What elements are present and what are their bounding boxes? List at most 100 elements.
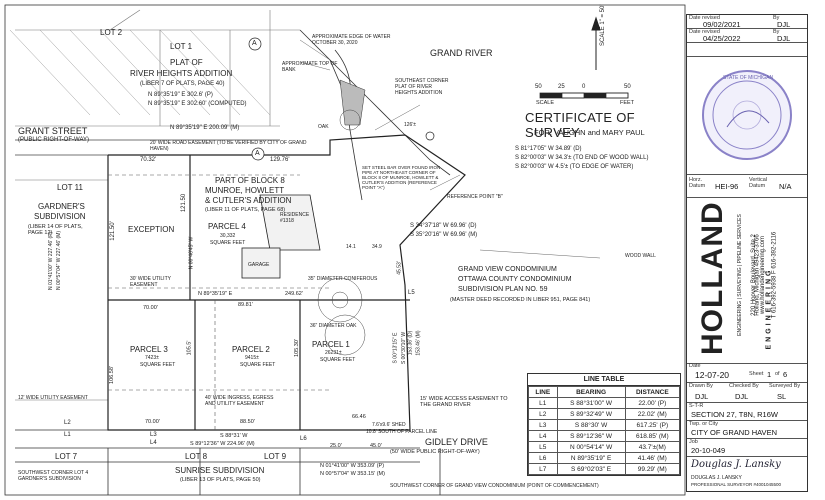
n01-left-label: N 01°41'00" W 227.46' (P) (48, 231, 54, 290)
twp-value: CITY OF GRAND HAVEN (691, 428, 777, 437)
header-bearing: BEARING (556, 386, 626, 398)
d45-label: 45.0' (370, 443, 382, 449)
survey-drawing (4, 4, 686, 496)
grant-street-label: GRANT STREET (18, 126, 88, 136)
d12150-label: 121.50' (109, 221, 116, 241)
gidley-row-label: (50' WIDE PUBLIC RIGHT-OF-WAY) (390, 449, 480, 455)
str-value: SECTION 27, T8N, R16W (691, 410, 778, 419)
parcel4-label: PARCEL 4 (208, 222, 246, 231)
bearing-r2: S 82°00'03" W 34.3'± (TO END OF WOOD WAL… (515, 155, 649, 161)
date-value: 12-07-20 (695, 370, 730, 380)
n00-left-label: N 00°57'04" W 227.46' (M) (56, 230, 62, 290)
of-label: of (775, 371, 780, 377)
header-distance: DISTANCE (624, 386, 681, 398)
circle-a-top: A (252, 40, 257, 47)
rev2-date: 04/25/2022 (703, 34, 741, 43)
oak-label: OAK (318, 124, 329, 130)
line-table-title: LINE TABLE (528, 374, 680, 386)
grand-river-label: GRAND RIVER (430, 48, 493, 58)
cell: 617.25' (P) (624, 419, 681, 431)
parcel4-sqft: SQUARE FEET (210, 240, 246, 246)
parcel3-label: PARCEL 3 (130, 345, 168, 354)
cell: L5 (528, 441, 558, 453)
cell: 99.29' (M) (624, 463, 681, 475)
parcel3-sqft: SQUARE FEET (140, 362, 176, 368)
company-tagline: ENGINEERING | SURVEYING | PIPELINE SERVI… (736, 214, 743, 336)
job-label: Job (689, 439, 698, 445)
s34-label: S 34°37'18" W 69.96' (D) (410, 223, 477, 229)
gv-condo-2: OTTAWA COUNTY CONDOMINIUM (458, 276, 572, 283)
company-logo: HOLLAND (696, 201, 729, 355)
header-line: LINE (528, 386, 558, 398)
company-phone: T 616-392-5938 F 616-392-2116 (771, 231, 778, 319)
rev2-by-label: By (773, 29, 780, 35)
surveyed-value: SL (777, 392, 787, 401)
d12976-label: 129.76' (270, 157, 290, 163)
d7000-label: 70.00' (143, 305, 158, 311)
exception-label: EXCEPTION (128, 225, 175, 234)
d4553-label: 45.53' (396, 261, 403, 275)
rev1-date: 09/02/2021 (703, 20, 741, 29)
personnel-row: Drawn By DJL Checked By DJL Surveyed By … (687, 383, 807, 403)
d8981-label: 89.81' (238, 302, 253, 308)
seal-text: STATE OF MICHIGAN (723, 75, 774, 81)
revision-1: Date revised 09/02/2021 By DJL (687, 15, 807, 29)
gv-condo-4: (MASTER DEED RECORDED IN LIBER 951, PAGE… (450, 297, 591, 303)
bearing-r3: S 82°00'03" W 4.5'± (TO EDGE OF WATER) (515, 164, 634, 170)
cell: S 89°32'49" W (556, 408, 626, 420)
lot2-label: LOT 2 (100, 28, 123, 37)
access-easement-label: 15' WIDE ACCESS EASEMENT TO THE GRAND RI… (420, 396, 508, 408)
steel-bar-label: SET STEEL BAR OVER FOUND IRON PIPE AT NO… (362, 165, 441, 190)
company-logo-band: HOLLAND ENGINEERING ENGINEERING | SURVEY… (687, 198, 807, 364)
sunrise-label: SUNRISE SUBDIVISION (175, 466, 265, 475)
scale-tick-0: 50 (535, 84, 542, 90)
surveyor-license: PROFESSIONAL SURVEYOR #4001045500 (691, 482, 782, 487)
l4-label: L4 (150, 440, 157, 446)
north-scale-text: SCALE 1" = 50' (600, 4, 606, 46)
parcel2-sqft: SQUARE FEET (240, 362, 276, 368)
drawn-value: DJL (695, 392, 709, 401)
survey-for: FOR: VAUGHN and MARY PAUL (534, 128, 645, 137)
shed2-label: 10.8' SOUTH OF PARCEL LINE (366, 429, 438, 435)
util12-label: 12' WIDE UTILITY EASEMENT (18, 395, 88, 401)
gv-condo-3: SUBDIVISION PLAN NO. 59 (458, 286, 548, 293)
cell: N 00°54'14" W (556, 441, 626, 453)
l5-label: L5 (408, 290, 415, 296)
circle-a-mid: A (255, 150, 260, 157)
parcel3-sf: 7423± (145, 355, 159, 361)
d349-label: 34.9 (372, 244, 382, 250)
s35-label: S 35°20'16" W 69.96' (M) (410, 232, 478, 238)
rev1-by-label: By (773, 15, 780, 21)
lot9-label: LOT 9 (264, 452, 287, 461)
plat-label: PLAT OF (170, 58, 203, 67)
d141-label: 14.1 (346, 244, 356, 250)
s00b-label: S 00°30'10" W (401, 331, 408, 365)
gardner-label: GARDNER'S (38, 202, 85, 211)
surveyor-signature: Douglas J. Lansky (691, 459, 781, 470)
liber7-label: (LIBER 7 OF PLATS, PAGE 40) (140, 81, 225, 87)
d24962-label: 249.62' (285, 291, 303, 297)
cell: L1 (528, 397, 558, 409)
l2-label: L2 (64, 420, 71, 426)
d10658-label: 106.58' (108, 366, 115, 384)
rev1-label: Date revised (689, 15, 720, 21)
ref-b-label: REFERENCE POINT "B" (447, 194, 503, 200)
surveyor-seal-area: STATE OF MICHIGAN (687, 57, 807, 175)
util-easement-label: 30' WIDE UTILITY EASEMENT (130, 276, 171, 288)
d126-label: 126'± (404, 122, 417, 128)
parcel1-sf: 26231± (325, 350, 342, 356)
vert-datum: N/A (779, 182, 792, 191)
sw-corner-gv-label: SOUTHWEST CORNER OF GRAND VIEW CONDOMINI… (390, 483, 599, 489)
garage-label: GARAGE (248, 262, 270, 268)
n200-label: N 89°35'19" E 200.09' (M) (170, 125, 240, 131)
cell: 22.02' (M) (624, 408, 681, 420)
horz-datum: HEI-96 (715, 182, 739, 191)
parcel2-label: PARCEL 2 (232, 345, 270, 354)
survey-title: CERTIFICATE OF SURVEY (525, 110, 635, 140)
